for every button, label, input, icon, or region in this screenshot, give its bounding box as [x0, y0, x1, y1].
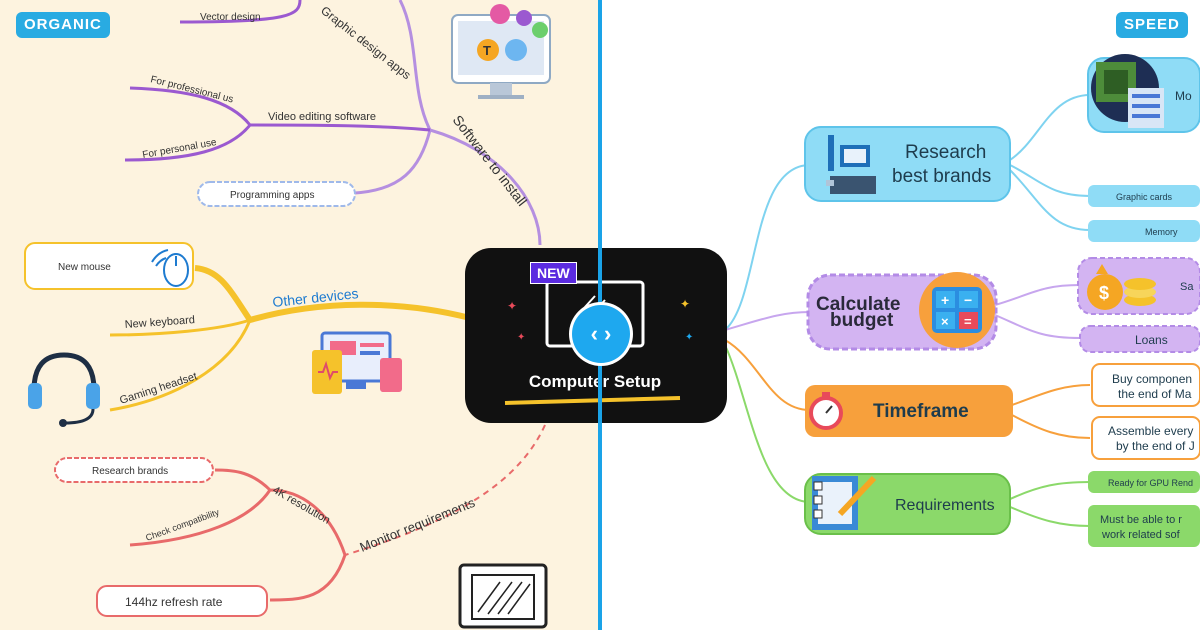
loans-label: Loans: [1135, 333, 1168, 347]
new-mouse-label: New mouse: [58, 262, 111, 273]
research-brands-label: Research brands: [92, 466, 168, 477]
devices-icon: [312, 331, 402, 394]
mouse-icon: [151, 249, 189, 287]
graphic-design-label: Graphic design apps: [318, 3, 413, 82]
svg-text:$: $: [1099, 283, 1109, 303]
must-label-line1: Must be able to r: [1100, 514, 1182, 526]
requirements-label: Requirements: [895, 497, 995, 514]
speed-tag: SPEED: [1116, 12, 1188, 38]
gaming-headset-label: Gaming headset: [118, 370, 198, 406]
new-badge: NEW: [530, 262, 577, 284]
research-label-line2: best brands: [892, 166, 991, 187]
sketch-monitor-icon: [458, 563, 548, 629]
new-keyboard-label: New keyboard: [124, 314, 195, 331]
svg-text:+: +: [941, 292, 949, 308]
research-label-line1: Research: [905, 142, 986, 163]
organic-tag: ORGANIC: [16, 12, 110, 38]
sa-label: Sa: [1180, 281, 1194, 293]
monitor-apps-icon: T: [451, 4, 551, 99]
comparison-slider-handle[interactable]: ‹ ›: [572, 305, 630, 363]
svg-text:−: −: [964, 292, 972, 308]
organic-connectors: Software to install Graphic design apps …: [24, 0, 551, 629]
checklist-icon: [812, 475, 877, 530]
calc-label-line2: budget: [830, 310, 894, 331]
buy-label-line1: Buy componen: [1112, 372, 1192, 386]
svg-text:✦: ✦: [680, 297, 690, 311]
svg-text:✦: ✦: [685, 332, 693, 343]
speed-connectors: Research best brands Mo Graphic cards Me…: [724, 54, 1200, 547]
calc-label-line1: Calculate: [816, 294, 900, 315]
center-title: Computer Setup: [528, 372, 662, 391]
refresh-rate-label: 144hz refresh rate: [125, 595, 223, 609]
research-icon: [826, 135, 876, 194]
monitor-req-label: Monitor requirements: [358, 495, 478, 555]
stopwatch-icon: [809, 392, 843, 430]
money-bag-icon: $: [1087, 264, 1156, 310]
timeframe-label: Timeframe: [873, 401, 969, 422]
speed-panel: Research best brands Mo Graphic cards Me…: [600, 0, 1200, 630]
headset-icon: [28, 352, 100, 427]
graphic-cards-label: Graphic cards: [1116, 192, 1173, 202]
chevrons-icon: ‹ ›: [590, 321, 612, 346]
svg-text:=: =: [964, 314, 972, 329]
motherboard-icon: [1091, 54, 1164, 128]
video-editing-label: Video editing software: [268, 111, 376, 123]
buy-label-line2: the end of Ma: [1118, 387, 1192, 401]
programming-label: Programming apps: [230, 190, 314, 201]
svg-text:✦: ✦: [517, 332, 525, 343]
resolution-label: 4K resolution: [271, 484, 333, 527]
gpu-label: Ready for GPU Rend: [1108, 478, 1193, 488]
mo-label: Mo: [1175, 89, 1192, 103]
svg-text:✦: ✦: [507, 299, 517, 313]
memory-label: Memory: [1145, 227, 1178, 237]
must-label-line2: work related sof: [1101, 529, 1181, 541]
vector-design-label: Vector design: [200, 12, 261, 23]
assemble-label-line1: Assemble every: [1108, 424, 1193, 438]
assemble-label-line2: by the end of J: [1116, 439, 1195, 453]
svg-text:×: ×: [941, 314, 949, 329]
svg-text:T: T: [483, 43, 491, 58]
calculator-icon: + − × =: [919, 272, 995, 348]
software-branch-label: Software to install: [450, 112, 531, 209]
